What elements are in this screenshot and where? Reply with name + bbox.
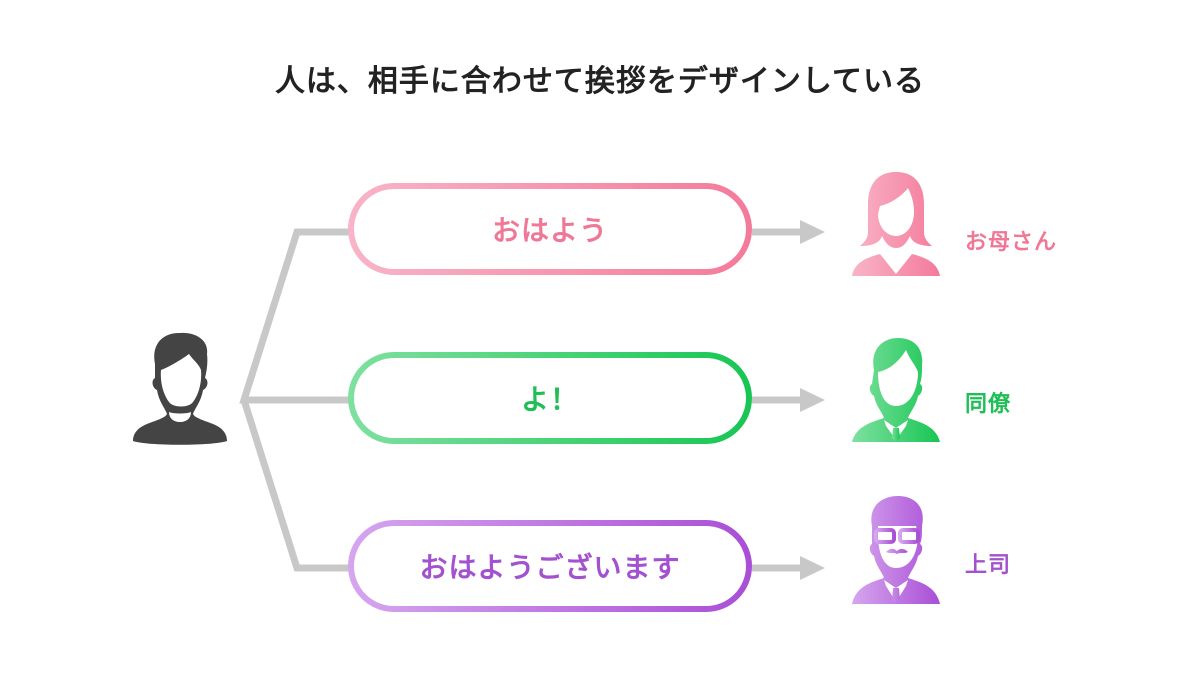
recipient-label-colleague: 同僚 bbox=[965, 392, 1012, 417]
recipient-label-boss: 上司 bbox=[965, 553, 1012, 578]
arrowhead-icon bbox=[800, 220, 825, 244]
person-icon bbox=[133, 332, 227, 445]
greeting-text: おはよう bbox=[354, 189, 746, 269]
branch-line-top bbox=[239, 228, 350, 404]
recipient-label-mother: お母さん bbox=[965, 230, 1058, 255]
arrowhead-icon bbox=[800, 388, 825, 412]
boss-with-glasses-icon bbox=[852, 496, 940, 604]
greeting-pill-yo: よ！ bbox=[348, 352, 752, 444]
businessman-icon bbox=[852, 338, 940, 442]
arrowhead-icon bbox=[800, 556, 825, 580]
woman-icon bbox=[852, 172, 940, 276]
greeting-text: よ！ bbox=[354, 358, 746, 438]
greeting-text: おはようございます bbox=[354, 526, 746, 606]
greeting-pill-ohayou-gozaimasu: おはようございます bbox=[348, 520, 752, 612]
greeting-pill-ohayou: おはよう bbox=[348, 183, 752, 275]
branch-line-bottom bbox=[240, 398, 350, 572]
diagram-title: 人は、相手に合わせて挨拶をデザインしている bbox=[274, 64, 926, 99]
